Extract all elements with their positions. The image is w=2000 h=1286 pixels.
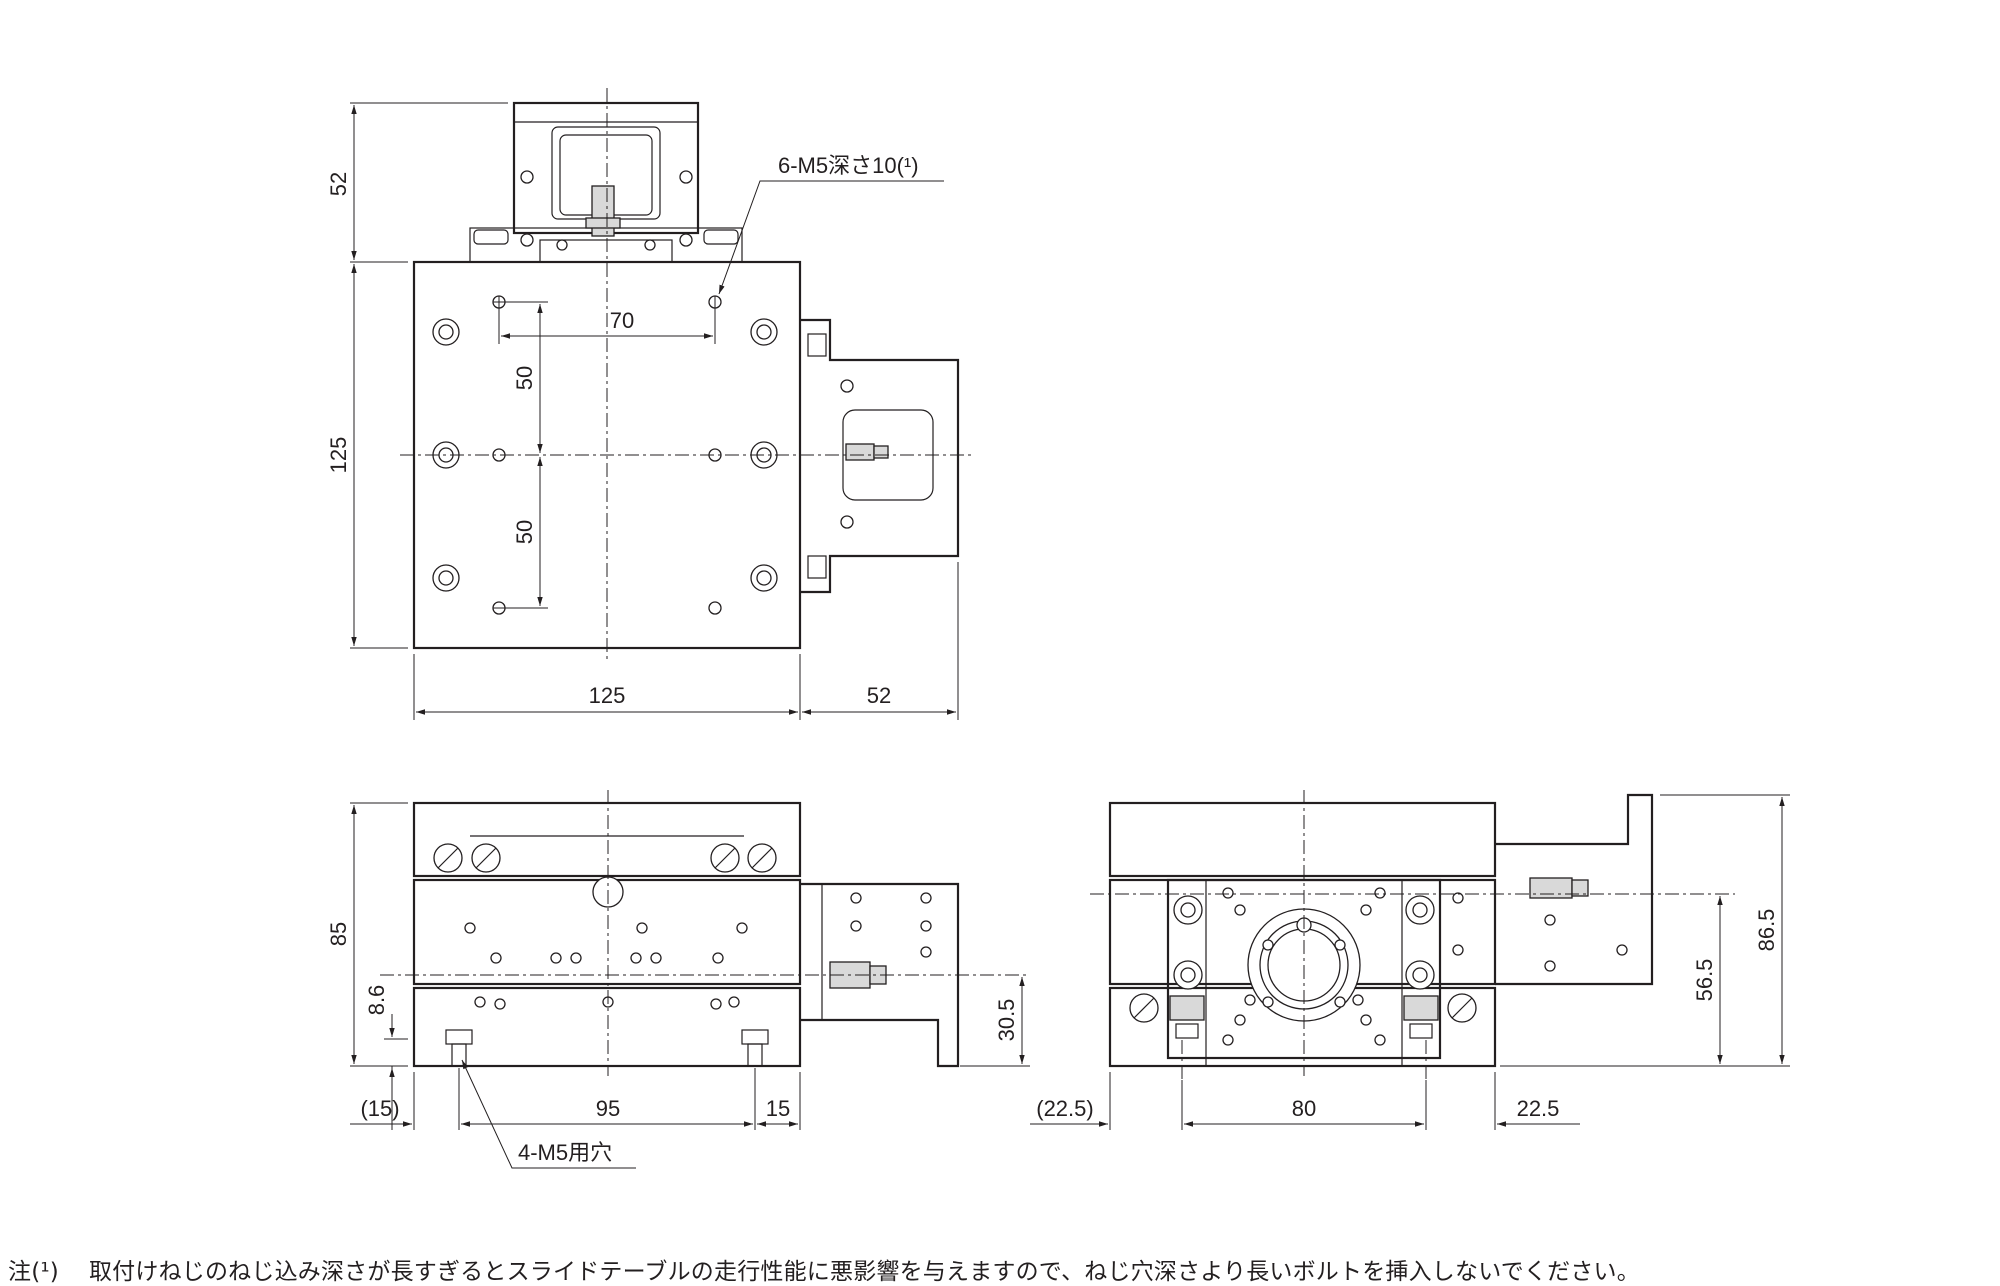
dim-top-height-upper: 52 — [326, 172, 351, 196]
dim-front-axis-height: 30.5 — [994, 999, 1019, 1042]
dim-top-pitch-y-upper: 50 — [512, 366, 537, 390]
top-view: 52 125 125 52 70 50 50 6-M5深さ10(¹) — [326, 88, 975, 720]
dim-top-height-main: 125 — [326, 437, 351, 474]
front-view-screws — [433, 843, 777, 1010]
dim-front-pitch: 95 — [596, 1096, 620, 1121]
top-view-motor-bracket — [469, 101, 743, 263]
callout-top-tapped-holes: 6-M5深さ10(¹) — [778, 153, 919, 178]
dim-side-offset-left: (22.5) — [1036, 1096, 1093, 1121]
top-view-counterbore-holes — [432, 318, 778, 592]
top-view-side-bracket — [800, 318, 960, 594]
side-view: 86.5 56.5 (22.5) 80 22.5 — [1030, 790, 1790, 1130]
footnote: 注(¹) 取付けねじのねじ込み深さが長すぎるとスライドテーブルの走行性能に悪影響を… — [8, 1252, 1640, 1286]
dim-front-height-total: 85 — [326, 922, 351, 946]
dim-front-offset-left: (15) — [360, 1096, 399, 1121]
footnote-text: 取付けねじのねじ込み深さが長すぎるとスライドテーブルの走行性能に悪影響を与えます… — [88, 1259, 1640, 1285]
dim-top-width-side: 52 — [867, 683, 891, 708]
dim-top-width-main: 125 — [589, 683, 626, 708]
dim-top-pitch-x: 70 — [610, 308, 634, 333]
footnote-marker: 注(¹) — [8, 1259, 59, 1285]
callout-front-mounting-holes: 4-M5用穴 — [518, 1140, 612, 1165]
dim-front-offset-right: 15 — [766, 1096, 790, 1121]
dim-front-base-height: 8.6 — [364, 985, 389, 1016]
dim-side-axis-height: 56.5 — [1692, 959, 1717, 1002]
dim-side-height-total: 86.5 — [1754, 909, 1779, 952]
dim-top-pitch-y-lower: 50 — [512, 520, 537, 544]
dim-side-offset-right: 22.5 — [1517, 1096, 1560, 1121]
dim-side-pitch: 80 — [1292, 1096, 1316, 1121]
front-view: 85 8.6 30.5 (15) 95 15 4-M5用穴 — [326, 790, 1030, 1169]
